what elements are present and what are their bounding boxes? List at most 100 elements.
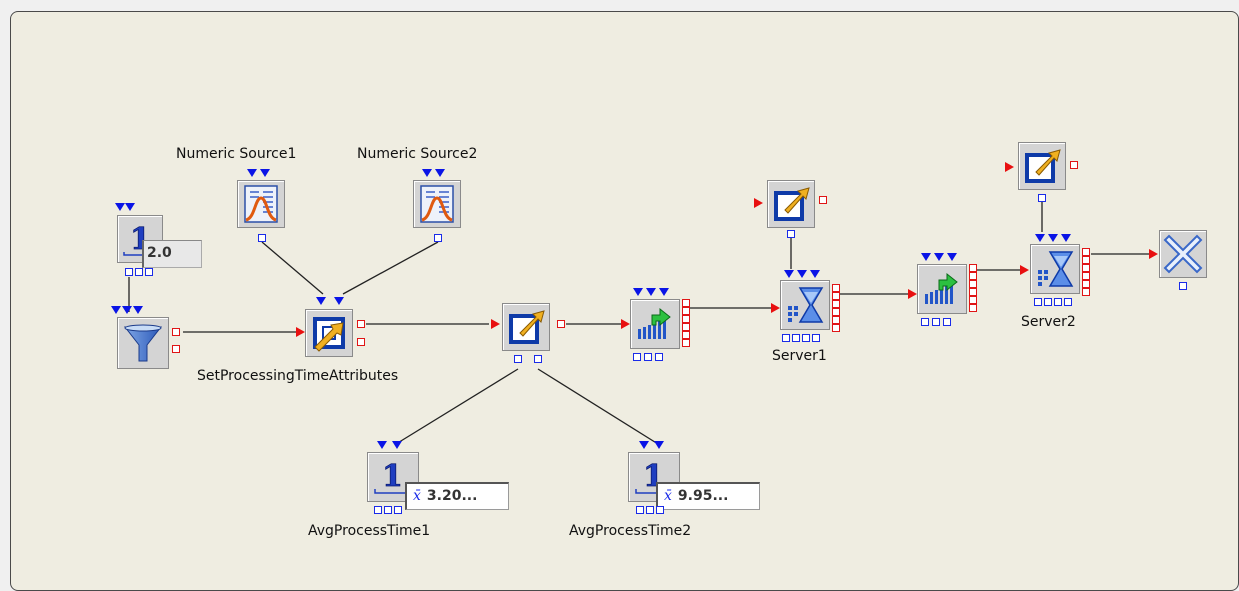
- output-port: [943, 318, 951, 326]
- output-port: [969, 264, 977, 272]
- output-port: [682, 331, 690, 339]
- input-port-arrow: [392, 441, 402, 449]
- block-label: Numeric Source2: [357, 146, 478, 162]
- output-port: [514, 355, 522, 363]
- input-port-arrow: [921, 253, 931, 261]
- output-port: [832, 316, 840, 324]
- funnel-icon: [123, 324, 163, 362]
- output-port: [782, 334, 790, 342]
- set-attribute-arrow-icon: [774, 187, 810, 221]
- entity-input-arrow: [296, 327, 305, 337]
- output-port: [633, 353, 641, 361]
- mean-symbol: x̄: [413, 488, 421, 504]
- model-canvas[interactable]: 1 2.0 Numeric Source1 Numeric Source2: [10, 11, 1239, 591]
- output-port: [819, 196, 827, 204]
- set-attribute-arrow-icon: [1025, 149, 1061, 183]
- input-port-arrow: [133, 306, 143, 314]
- server2-source-block[interactable]: [1018, 142, 1066, 190]
- entity-input-arrow: [771, 303, 780, 313]
- queue1-block[interactable]: [630, 299, 680, 349]
- input-port-arrow: [260, 169, 270, 177]
- input-port-arrow: [122, 306, 132, 314]
- output-port: [802, 334, 810, 342]
- x-sink-icon: [1163, 234, 1203, 274]
- block-label: AvgProcessTime1: [308, 523, 431, 539]
- output-port: [1082, 256, 1090, 264]
- output-port: [682, 307, 690, 315]
- output-port: [1082, 264, 1090, 272]
- input-port-arrow: [115, 203, 125, 211]
- hourglass-server-icon: [788, 287, 824, 323]
- entity-input-arrow: [621, 319, 630, 329]
- numeric-source1-block[interactable]: [237, 180, 285, 228]
- output-port: [787, 230, 795, 238]
- server1-source-block[interactable]: [767, 180, 815, 228]
- entity-input-arrow: [1020, 265, 1029, 275]
- block-label: Server2: [1021, 314, 1076, 330]
- output-port: [655, 353, 663, 361]
- output-port: [357, 320, 365, 328]
- output-port: [374, 506, 382, 514]
- entity-input-arrow: [491, 319, 500, 329]
- output-port: [534, 355, 542, 363]
- avg-process-time2-readout: x̄9.95...: [656, 482, 760, 510]
- input-port-arrow: [639, 441, 649, 449]
- input-port-arrow: [111, 306, 121, 314]
- output-port: [1179, 282, 1187, 290]
- sink-block[interactable]: [1159, 230, 1207, 278]
- output-port: [1082, 288, 1090, 296]
- output-port: [832, 308, 840, 316]
- output-port: [932, 318, 940, 326]
- filter-block[interactable]: [117, 317, 169, 369]
- output-port: [1044, 298, 1052, 306]
- output-port: [682, 315, 690, 323]
- input-port-arrow: [1061, 234, 1071, 242]
- output-port: [258, 234, 266, 242]
- output-port: [1082, 248, 1090, 256]
- input-port-arrow: [1048, 234, 1058, 242]
- output-port: [969, 272, 977, 280]
- input-port-arrow: [334, 297, 344, 305]
- server1-block[interactable]: [780, 280, 830, 330]
- output-port: [1034, 298, 1042, 306]
- output-port: [644, 353, 652, 361]
- output-port: [832, 300, 840, 308]
- output-port: [434, 234, 442, 242]
- output-port: [1082, 272, 1090, 280]
- input-port-arrow: [797, 270, 807, 278]
- output-port: [969, 280, 977, 288]
- output-port: [682, 323, 690, 331]
- hourglass-server-icon: [1038, 251, 1074, 287]
- input-port-arrow: [784, 270, 794, 278]
- set-attributes-icon: [313, 317, 345, 352]
- svg-text:1: 1: [382, 459, 403, 494]
- queue2-block[interactable]: [917, 264, 967, 314]
- input-port-arrow: [316, 297, 326, 305]
- output-port: [1038, 194, 1046, 202]
- input-port-arrow: [810, 270, 820, 278]
- output-port: [172, 328, 180, 336]
- connection-lines: [128, 199, 1153, 445]
- output-port: [394, 506, 402, 514]
- entity-input-arrow: [1149, 249, 1158, 259]
- output-port: [1064, 298, 1072, 306]
- output-port: [384, 506, 392, 514]
- output-port: [832, 284, 840, 292]
- output-port: [832, 292, 840, 300]
- output-port: [145, 268, 153, 276]
- input-port-arrow: [633, 288, 643, 296]
- input-port-arrow: [435, 169, 445, 177]
- entity-input-arrow: [754, 198, 763, 208]
- set-processing-time-attributes-block[interactable]: [305, 309, 353, 357]
- mean-symbol: x̄: [664, 488, 672, 504]
- output-port: [1054, 298, 1062, 306]
- output-port: [682, 299, 690, 307]
- output-port: [969, 304, 977, 312]
- output-port: [1070, 161, 1078, 169]
- output-port: [357, 338, 365, 346]
- input-port-arrow: [654, 441, 664, 449]
- output-port: [812, 334, 820, 342]
- set-attribute-block[interactable]: [502, 303, 550, 351]
- numeric-source2-block[interactable]: [413, 180, 461, 228]
- server2-block[interactable]: [1030, 244, 1080, 294]
